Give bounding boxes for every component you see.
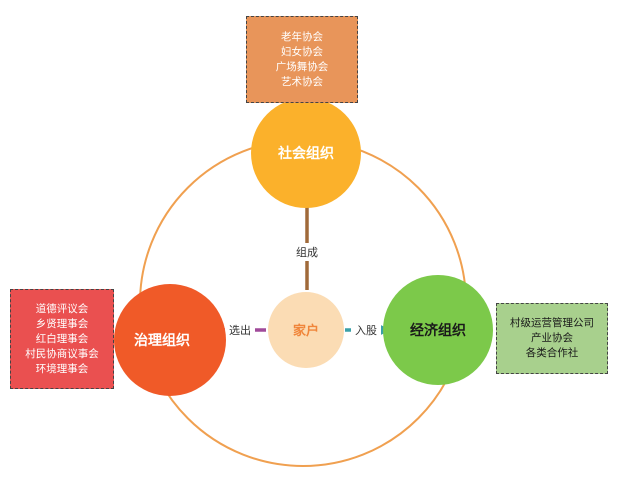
economic-box-item: 产业协会 — [531, 332, 573, 344]
social-box-item: 妇女协会 — [281, 45, 323, 58]
governance-box-item: 红白理事会 — [35, 332, 89, 345]
governance-box-item: 道德评议会 — [35, 302, 89, 315]
edge-label-elect: 选出 — [229, 323, 251, 337]
governance-box-item: 乡贤理事会 — [35, 317, 89, 330]
governance-box-item: 环境理事会 — [35, 362, 89, 375]
node-label-governance: 治理组织 — [134, 332, 190, 349]
node-label-economic: 经济组织 — [410, 322, 466, 339]
node-governance — [114, 284, 226, 396]
node-economic — [383, 275, 493, 385]
governance-box-item: 村民协商议事会 — [25, 347, 99, 360]
node-household — [268, 292, 344, 368]
node-label-household: 家户 — [293, 323, 319, 339]
social-org-box: 老年协会妇女协会广场舞协会艺术协会 — [246, 16, 358, 103]
edge-label-compose: 组成 — [296, 245, 318, 259]
governance-org-box: 道德评议会乡贤理事会红白理事会村民协商议事会环境理事会 — [10, 289, 114, 389]
economic-box-item: 村级运营管理公司 — [510, 317, 594, 329]
edge-label-shares: 入股 — [355, 324, 377, 337]
economic-org-box: 村级运营管理公司产业协会各类合作社 — [496, 303, 608, 374]
social-box-item: 艺术协会 — [281, 75, 323, 88]
node-label-social: 社会组织 — [277, 145, 334, 162]
social-box-item: 老年协会 — [281, 30, 323, 43]
node-social — [251, 98, 361, 208]
social-box-item: 广场舞协会 — [275, 60, 329, 73]
economic-box-item: 各类合作社 — [525, 347, 579, 359]
